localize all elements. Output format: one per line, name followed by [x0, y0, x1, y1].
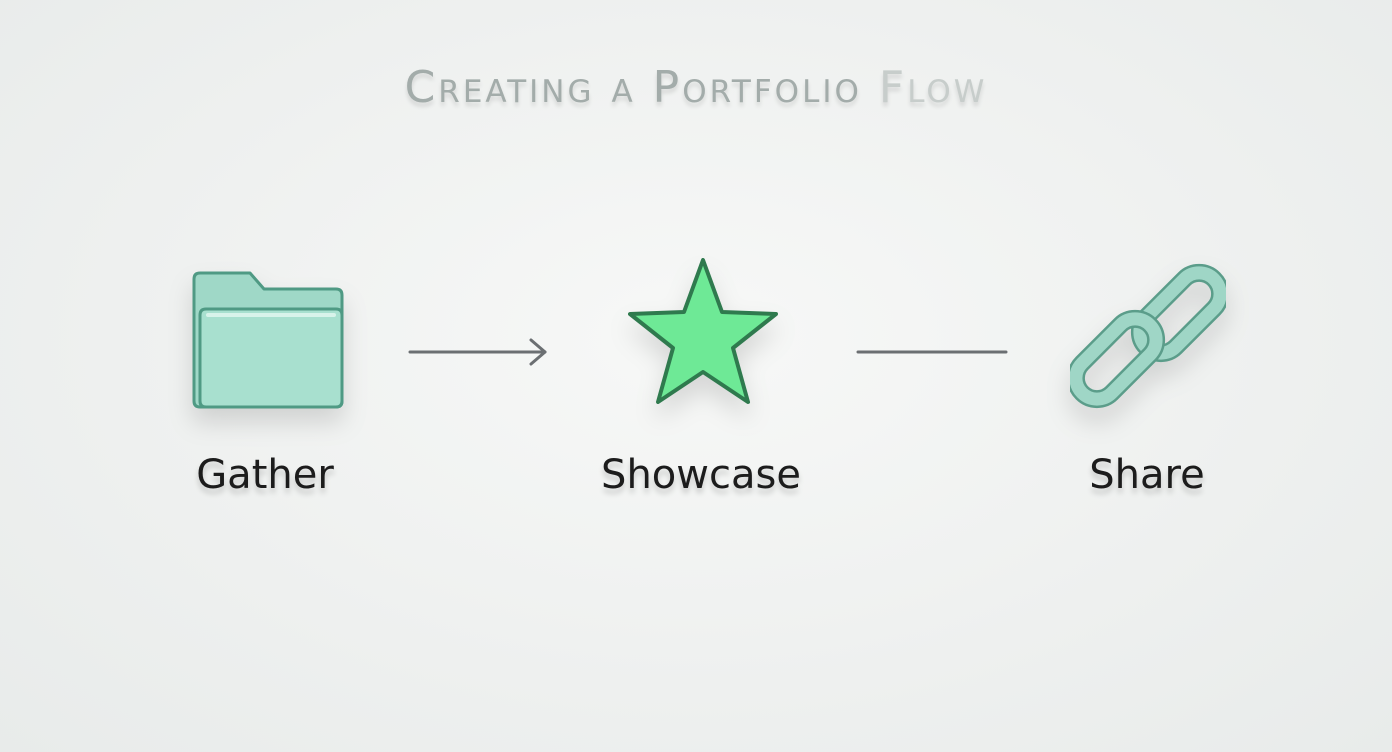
- step-label-share: Share: [1089, 452, 1205, 498]
- title-suffix: Flow: [878, 62, 988, 113]
- step-label-showcase: Showcase: [601, 452, 801, 498]
- diagram-title: Creating a Portfolio Flow: [0, 62, 1392, 113]
- line-connector: [856, 350, 1008, 354]
- step-label-gather: Gather: [196, 452, 334, 498]
- title-main: Creating a Portfolio: [404, 62, 862, 113]
- link-icon: [1070, 263, 1226, 409]
- folder-icon: [192, 271, 344, 409]
- arrow-connector: [408, 338, 547, 366]
- star-icon: [628, 258, 778, 404]
